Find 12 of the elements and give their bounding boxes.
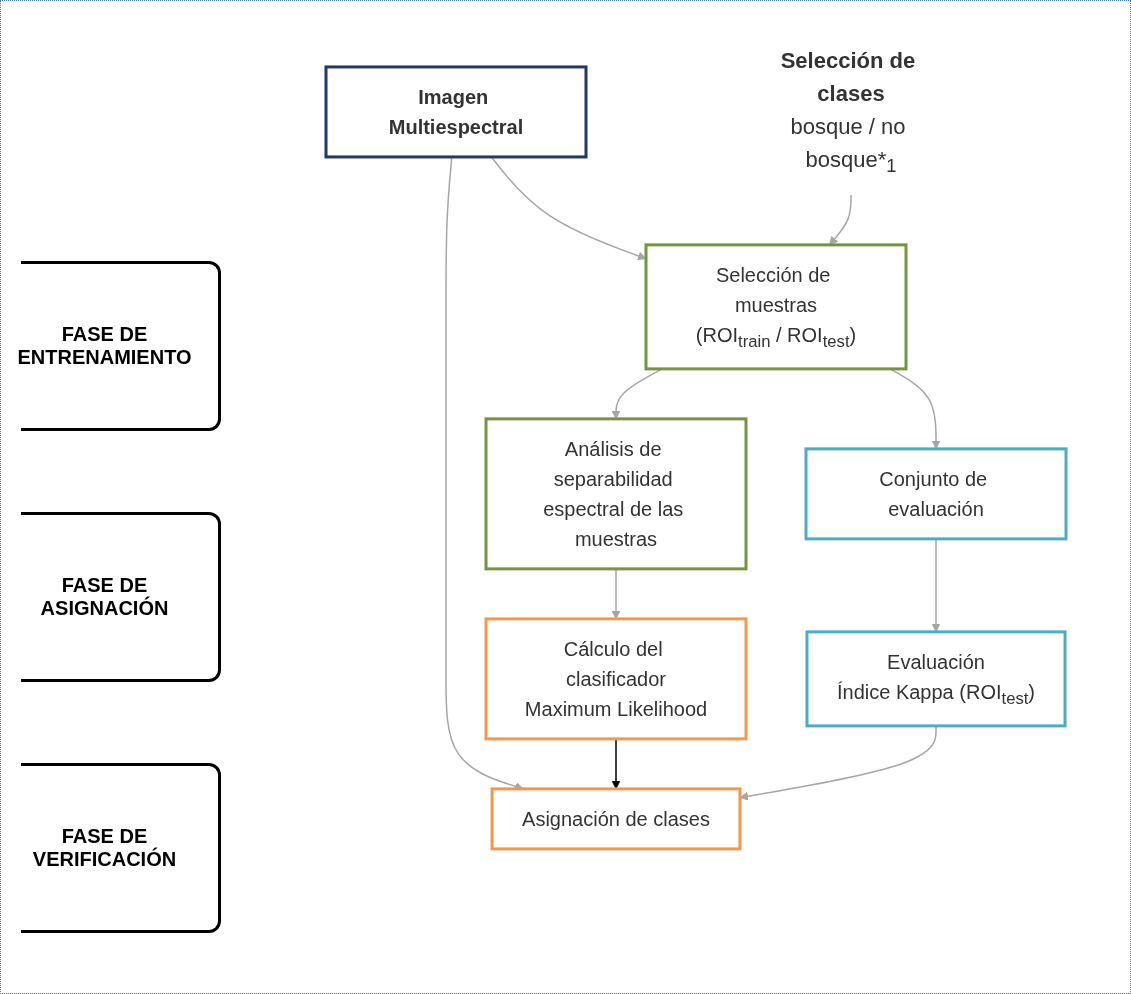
arrow bbox=[739, 725, 937, 801]
node-box: Cálculo del clasificador Maximum Likelihood bbox=[484, 617, 747, 741]
phase-label: FASE DE VERIFICACIÓN bbox=[21, 762, 221, 933]
node-box: Análisis de separabilidad espectral de las muestras bbox=[484, 417, 747, 571]
arrow bbox=[490, 156, 646, 261]
node-box: Asignación de clases bbox=[490, 787, 741, 851]
phase-label: FASE DE ASIGNACIÓN bbox=[21, 512, 221, 682]
node-box: Conjunto de evaluación bbox=[804, 447, 1067, 541]
node-text: Selección de clases bosque / no bosque*$_{1}$ bbox=[780, 48, 915, 177]
node-box: Evaluación Índice Kappa (ROI$_{test}$) bbox=[804, 630, 1067, 728]
node-box: Imagen Multiespectral bbox=[324, 65, 587, 159]
node-box: Selección de muestras (ROI$_{train}$ / ROI$_{test}$) bbox=[644, 243, 907, 371]
